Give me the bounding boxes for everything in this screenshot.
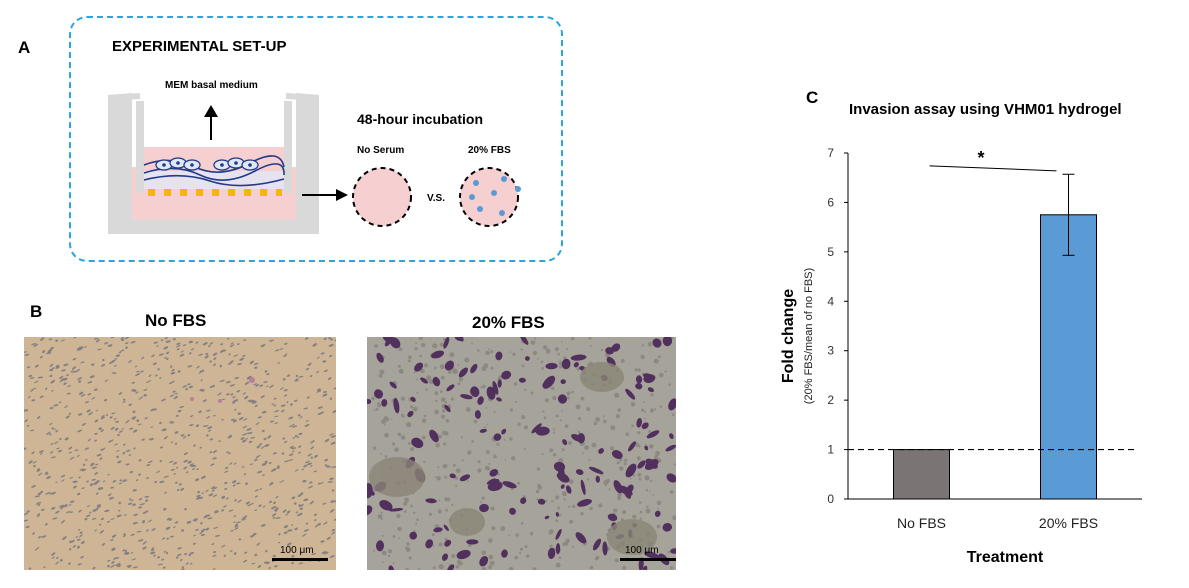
micrograph-left-title: No FBS: [145, 311, 207, 330]
transwell-diagram: [108, 93, 521, 234]
y-tick-label: 6: [827, 195, 834, 209]
micrograph-right-title: 20% FBS: [472, 313, 545, 332]
y-tick-label: 5: [827, 245, 834, 259]
bar-chart: 0 1 2 3 4 5 6 7 No FBS 20% FBS * Treatment Fold chan…: [780, 146, 1142, 566]
medium-label: MEM basal medium: [165, 80, 258, 91]
scale-label-left: 100 μm: [280, 545, 314, 556]
micrograph-20-fbs: [367, 337, 676, 570]
fbs-well-label: 20% FBS: [468, 145, 511, 156]
no-serum-label: No Serum: [357, 145, 405, 156]
chart-title: Invasion assay using VHM01 hydrogel: [849, 101, 1122, 118]
vs-label: V.S.: [427, 193, 445, 204]
x-axis-title: Treatment: [967, 549, 1044, 566]
y-tick-label: 7: [827, 146, 834, 160]
x-tick-label: 20% FBS: [1039, 515, 1098, 531]
transwell-insert: [136, 101, 292, 196]
significance-line: [929, 165, 1057, 172]
bar-no-fbs: [893, 449, 950, 500]
scale-label-right: 100 μm: [625, 545, 659, 556]
significance-star: *: [977, 148, 984, 168]
scale-bar-left: [272, 558, 328, 561]
setup-title: EXPERIMENTAL SET-UP: [112, 38, 287, 55]
fbs-well: [459, 167, 521, 227]
x-tick-label: No FBS: [897, 515, 946, 531]
y-tick-label: 0: [827, 492, 834, 506]
bar-20-fbs: [1040, 214, 1097, 500]
setup-frame: [69, 16, 563, 262]
panel-b-letter: B: [30, 302, 43, 321]
panel-a-letter: A: [18, 38, 31, 57]
micrograph-no-fbs: [24, 337, 336, 570]
y-axis-title: Fold change: [780, 289, 797, 383]
y-tick-label: 4: [827, 294, 834, 308]
y-tick-label: 1: [827, 443, 834, 457]
incubation-label: 48-hour incubation: [357, 111, 483, 127]
right-arrow-icon: [302, 189, 348, 201]
panel-c-letter: C: [806, 88, 819, 107]
no-serum-well: [352, 167, 412, 227]
scale-bar-right: [620, 558, 676, 561]
y-tick-label: 3: [827, 344, 834, 358]
up-arrow-icon: [204, 105, 218, 140]
y-tick-label: 2: [827, 393, 834, 407]
y-axis-subtitle: (20% FBS/mean of no FBS): [803, 268, 815, 404]
